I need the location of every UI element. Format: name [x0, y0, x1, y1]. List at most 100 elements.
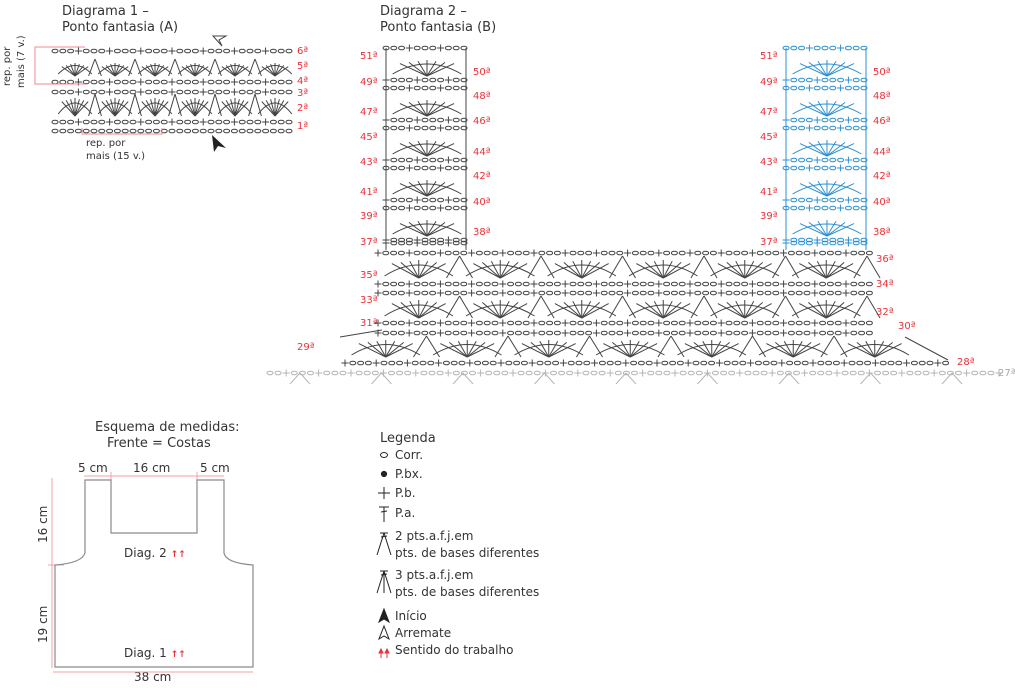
chain-stitch	[160, 79, 168, 85]
chain-stitch	[176, 128, 184, 134]
chain-stitch	[184, 89, 192, 95]
single-crochet-stitch	[995, 369, 1003, 377]
chain-stitch	[790, 85, 798, 91]
chain-stitch	[790, 117, 798, 123]
chain-stitch	[647, 250, 655, 256]
chain-stitch	[971, 370, 979, 376]
chain-stitch	[825, 370, 833, 376]
chain-stitch	[798, 125, 806, 131]
shell-motif	[57, 58, 102, 77]
chain-stitch	[145, 79, 153, 85]
diagram2-row-label: 28ª	[957, 357, 975, 368]
diagram1-row-label: 4ª	[297, 76, 309, 87]
single-crochet-stitch	[437, 164, 445, 172]
chain-stitch	[552, 360, 560, 366]
chain-stitch	[598, 370, 606, 376]
chain-stitch	[51, 128, 59, 134]
chain-stitch	[694, 281, 702, 287]
shell-motif	[595, 335, 685, 358]
chain-stitch	[307, 370, 314, 376]
chain-stitch	[90, 89, 98, 95]
chain-stitch	[398, 165, 406, 171]
chain-stitch	[533, 370, 541, 376]
chain-stitch	[801, 360, 809, 366]
single-crochet-stitch	[934, 359, 942, 367]
chain-stitch	[852, 85, 860, 91]
diagram2-row-label: 45ª	[360, 132, 378, 143]
chain-stitch	[670, 250, 678, 256]
single-crochet-stitch	[413, 76, 421, 84]
single-crochet-stitch	[468, 329, 476, 337]
chain-stitch	[844, 125, 852, 131]
chain-stitch	[152, 89, 160, 95]
chain-stitch	[639, 320, 647, 326]
single-crochet-stitch	[405, 84, 413, 92]
chain-stitch	[444, 281, 452, 287]
chain-stitch	[770, 360, 778, 366]
chain-stitch	[429, 250, 437, 256]
chain-stitch	[558, 370, 566, 376]
chain-stitch	[608, 250, 616, 256]
chain-stitch	[694, 320, 702, 326]
chain-stitch	[798, 77, 806, 83]
section-diag1: Diag. 1 ↑↑	[124, 646, 186, 662]
single-crochet-stitch	[262, 78, 270, 86]
chain-stitch	[848, 360, 856, 366]
single-crochet-stitch	[468, 289, 476, 297]
chain-stitch	[803, 250, 811, 256]
legend-item-dc3tog-line2: pts. de bases diferentes	[395, 585, 540, 599]
single-crochet-stitch	[106, 88, 114, 96]
chain-stitch	[254, 48, 262, 54]
single-crochet-stitch	[405, 289, 413, 297]
chain-stitch	[790, 240, 798, 246]
chain-stitch	[772, 330, 780, 336]
chain-stitch	[741, 330, 749, 336]
chain-stitch	[207, 79, 215, 85]
chain-stitch	[553, 250, 561, 256]
single-crochet-stitch	[374, 280, 382, 288]
chain-stitch	[382, 320, 390, 326]
chain-stitch	[90, 128, 98, 134]
chain-stitch	[238, 119, 246, 125]
chain-stitch	[184, 128, 192, 134]
chain-stitch	[655, 370, 663, 376]
chain-stitch	[979, 370, 987, 376]
chain-stitch	[790, 197, 798, 203]
single-crochet-stitch	[168, 118, 176, 126]
chain-stitch	[277, 79, 285, 85]
single-crochet-stitch	[468, 249, 476, 257]
diagram2-row-label: 48ª	[873, 91, 891, 102]
chain-stitch	[460, 165, 468, 171]
chain-stitch	[390, 77, 398, 83]
chain-stitch	[787, 330, 795, 336]
shell-motif	[217, 93, 262, 117]
chain-stitch	[460, 240, 468, 246]
chain-stitch	[764, 320, 772, 326]
chain-stitch	[709, 281, 717, 287]
single-crochet-stitch	[844, 196, 852, 204]
chain-stitch	[614, 370, 622, 376]
chain-stitch	[452, 165, 460, 171]
chain-stitch	[269, 79, 277, 85]
diagram2-row-label: 48ª	[473, 91, 491, 102]
chain-stitch	[191, 89, 199, 95]
chain-stitch	[514, 330, 522, 336]
chain-stitch	[616, 330, 624, 336]
chain-stitch	[514, 250, 522, 256]
chain-stitch	[475, 320, 483, 326]
chain-stitch	[452, 330, 460, 336]
chain-stitch	[849, 370, 857, 376]
chain-stitch	[507, 330, 515, 336]
single-crochet-stitch	[230, 118, 238, 126]
chain-stitch	[501, 370, 509, 376]
single-crochet-stitch	[347, 369, 355, 377]
diagram2-row-label: 34ª	[876, 279, 894, 290]
chain-stitch	[522, 250, 530, 256]
chain-stitch	[694, 290, 702, 296]
chain-stitch	[553, 290, 561, 296]
chain-stitch	[207, 48, 215, 54]
chain-stitch	[608, 320, 616, 326]
chain-stitch	[339, 370, 347, 376]
chain-stitch	[405, 77, 413, 83]
chain-stitch	[887, 360, 895, 366]
